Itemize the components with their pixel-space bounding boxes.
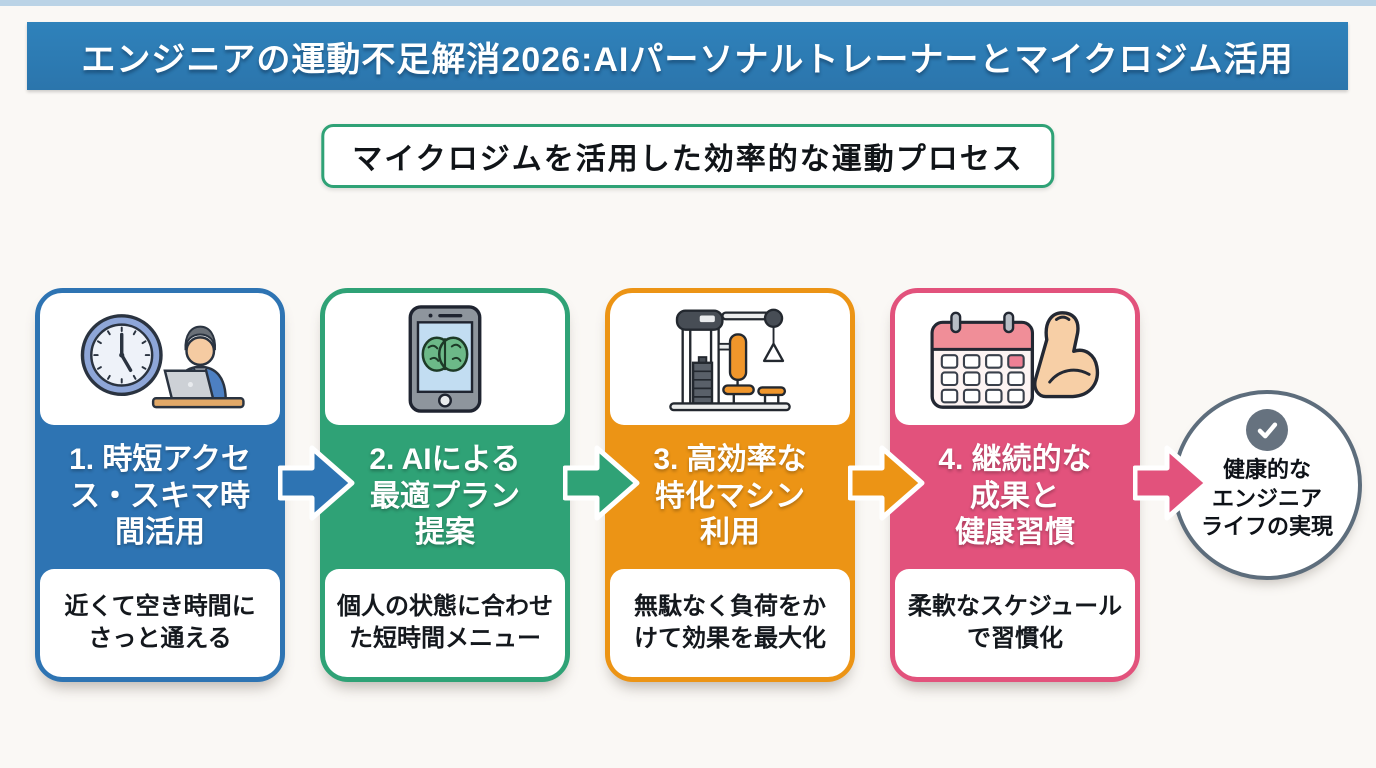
step-2-title: 2. AIによる 最適プラン 提案 (369, 442, 521, 550)
step-2-icon-area (325, 293, 565, 425)
flexed-arm-icon (1033, 311, 1100, 399)
step-2-description: 個人の状態に合わせ た短時間メニュー (325, 569, 565, 677)
step-card-2: 2. AIによる 最適プラン 提案 個人の状態に合わせ た短時間メニュー (320, 288, 570, 682)
clock-and-engineer-laptop-icon (80, 314, 245, 409)
step-card-3: 3. 高効率な 特化マシン 利用 無駄なく負荷をか けて効果を最大化 (605, 288, 855, 682)
step-4-icon-area (895, 293, 1135, 425)
step-3-icon-area (610, 293, 850, 425)
page-title: エンジニアの運動不足解消2026:AIパーソナルトレーナーとマイクロジム活用 (81, 40, 1294, 79)
calendar-icon (930, 311, 1035, 409)
flow-arrow-4 (1133, 445, 1210, 521)
clock-icon (80, 314, 163, 397)
step-4-description: 柔軟なスケジュール で習慣化 (895, 569, 1135, 677)
brain-icon (421, 336, 469, 372)
gym-machine-icon (669, 308, 791, 412)
step-4-title: 4. 継続的な 成果と 健康習慣 (938, 442, 1092, 550)
step-card-1: 1. 時短アクセ ス・スキマ時 間活用 近くて空き時間に さっと通える (35, 288, 285, 682)
goal-text: 健康的な エンジニア ライフの実現 (1200, 457, 1333, 540)
step-1-description: 近くて空き時間に さっと通える (40, 569, 280, 677)
header-banner: エンジニアの運動不足解消2026:AIパーソナルトレーナーとマイクロジム活用 (27, 22, 1348, 90)
calendar-and-bicep-icon (930, 311, 1100, 409)
flow-arrow-1 (278, 445, 355, 521)
subtitle-box: マイクロジムを活用した効率的な運動プロセス (321, 124, 1055, 188)
subtitle-text: マイクロジムを活用した効率的な運動プロセス (352, 143, 1024, 176)
engineer-at-laptop-icon (151, 325, 245, 409)
step-1-title: 1. 時短アクセ ス・スキマ時 間活用 (69, 442, 251, 550)
step-3-description: 無駄なく負荷をか けて効果を最大化 (610, 569, 850, 677)
step-3-title: 3. 高効率な 特化マシン 利用 (653, 442, 807, 550)
smartphone-brain-icon (408, 305, 482, 413)
step-card-4: 4. 継続的な 成果と 健康習慣 柔軟なスケジュール で習慣化 (890, 288, 1140, 682)
step-1-icon-area (40, 293, 280, 425)
flow-arrow-2 (563, 445, 640, 521)
top-strip (0, 0, 1376, 6)
checkmark-icon (1246, 409, 1288, 451)
flow-arrow-3 (848, 445, 925, 521)
